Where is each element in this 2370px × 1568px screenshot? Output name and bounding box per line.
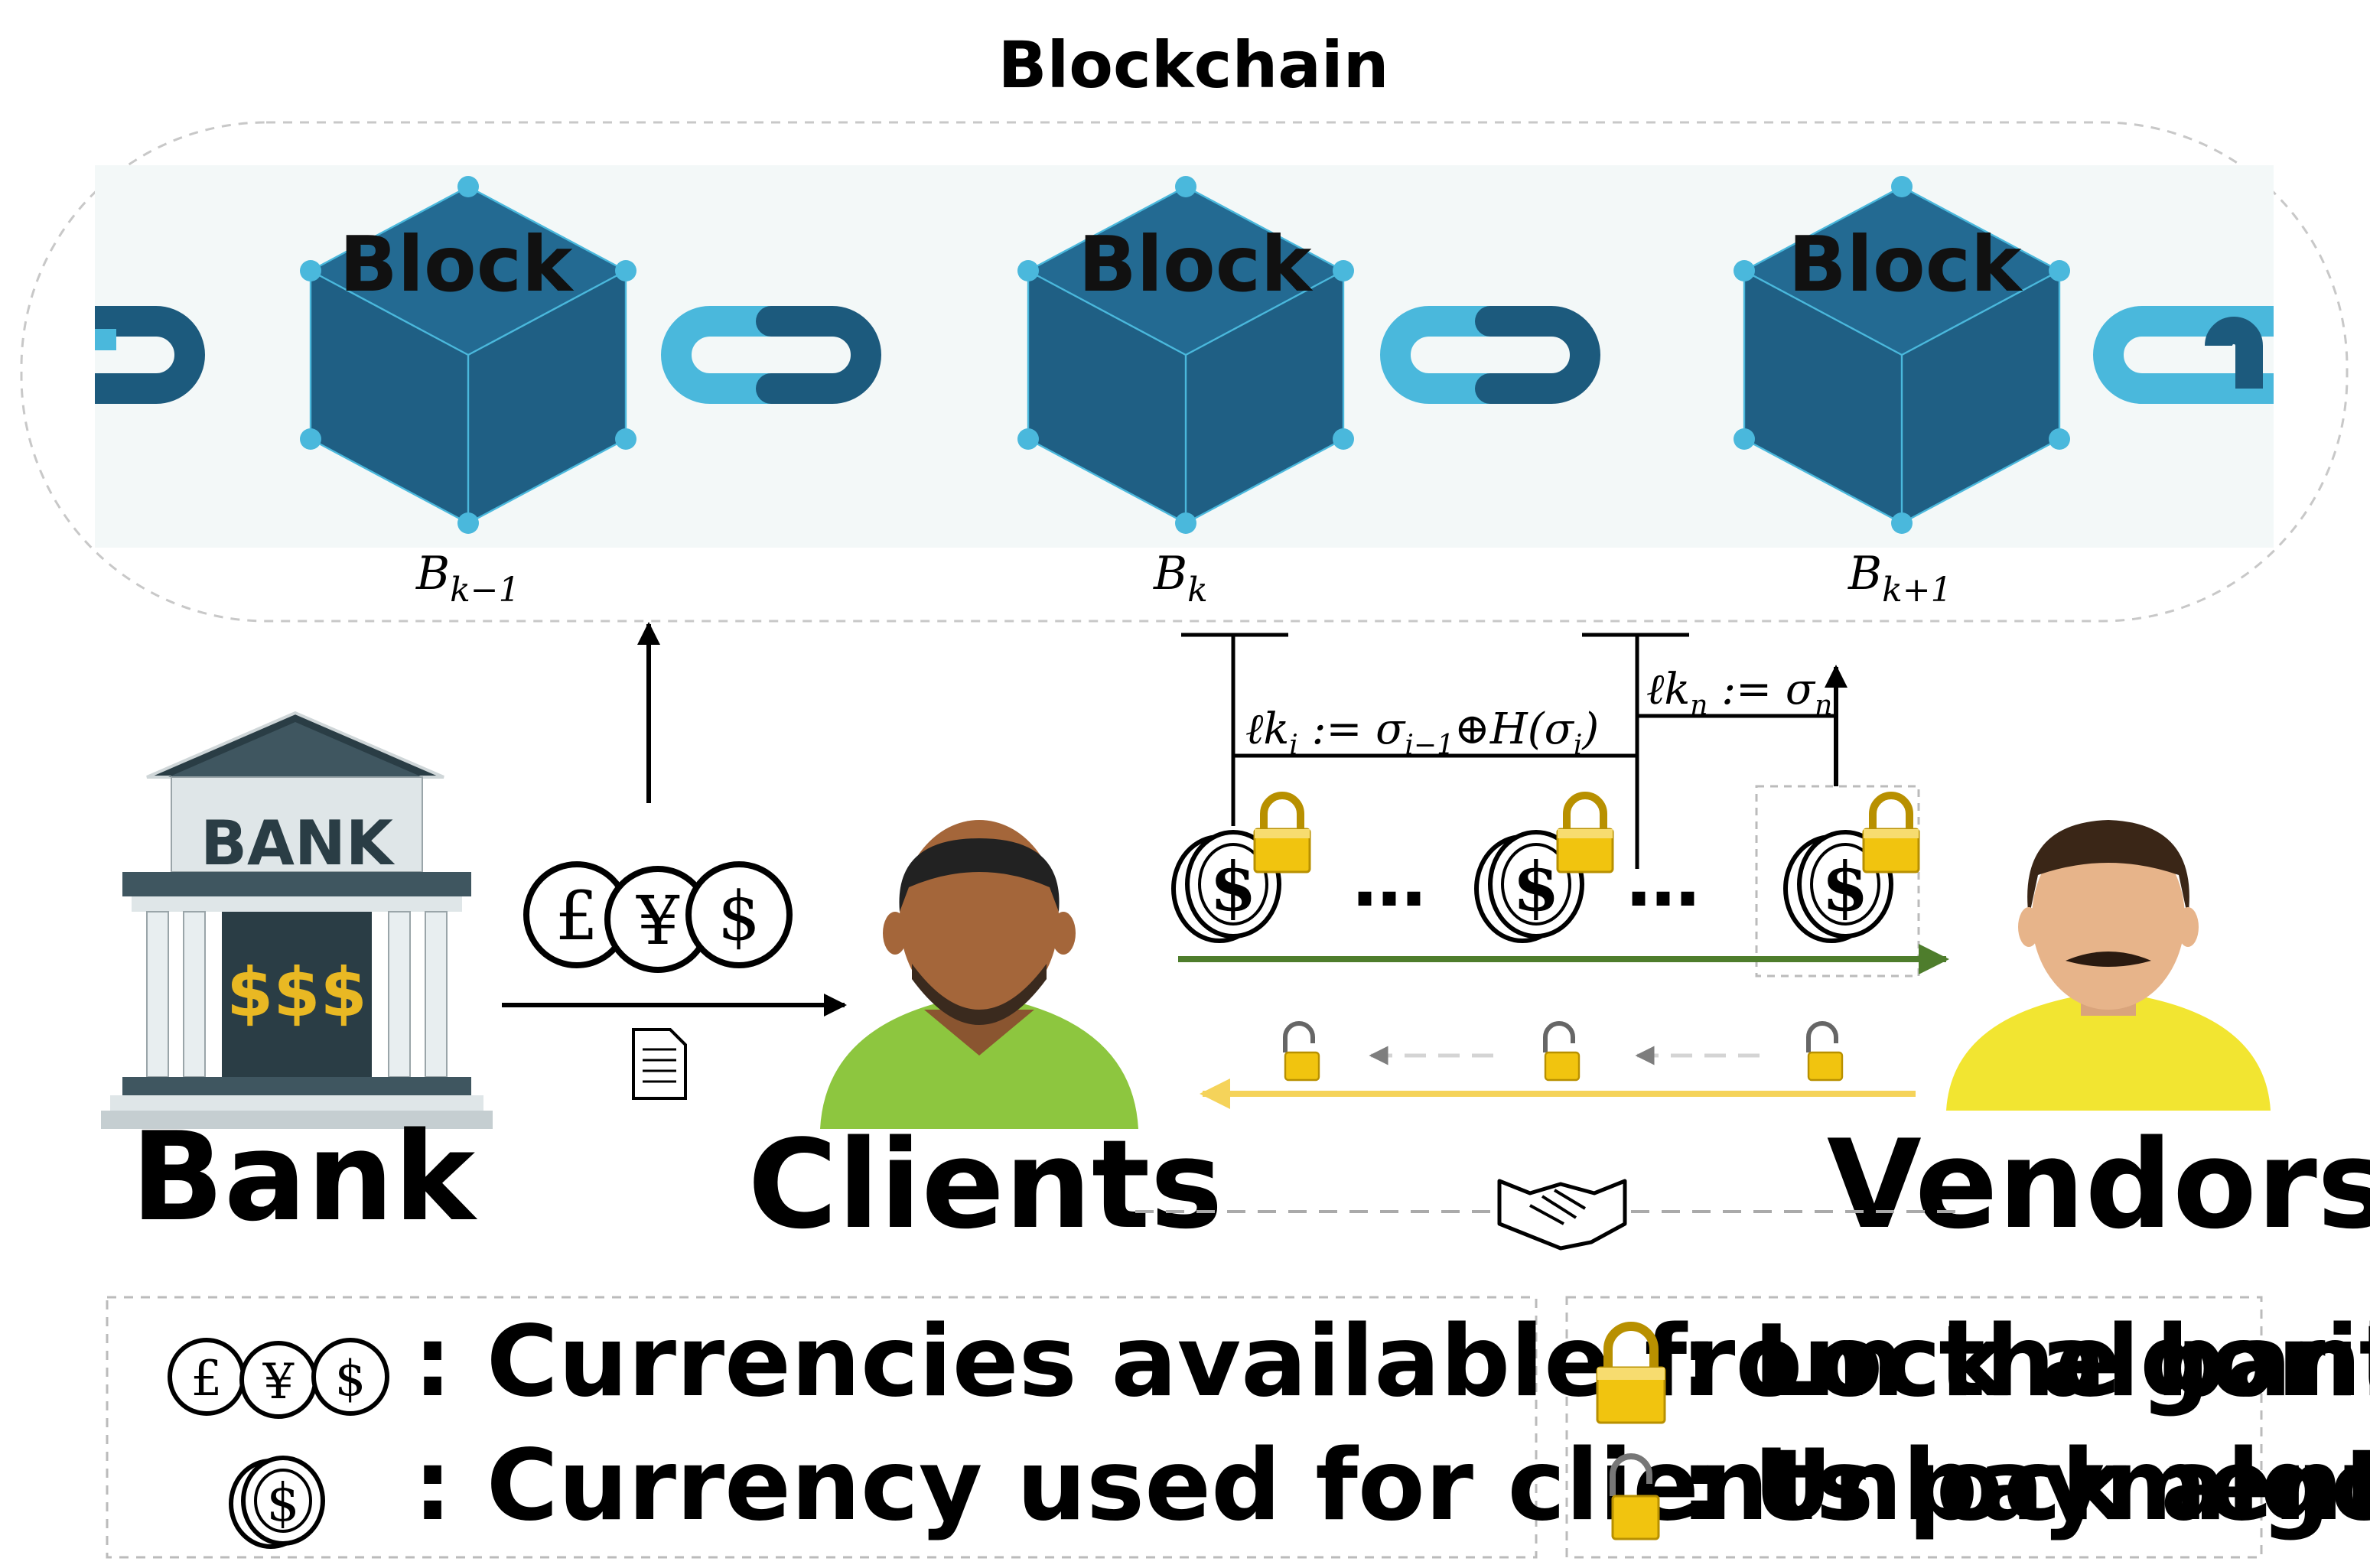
block-name-k-minus-1: Bk−1 [415, 547, 520, 610]
legend-lock: : Lock algorithm [1680, 1305, 2370, 1419]
unlock-icon [1285, 1023, 1319, 1080]
locked-coin-1: $ [1174, 832, 1279, 941]
legend-box-currencies [106, 1296, 1538, 1559]
lk-n-formula: ℓkn := σn [1646, 665, 1832, 721]
block-k-minus-1: Block [298, 174, 638, 535]
legend-currencies-available: : Currencies available from the bank [413, 1305, 2370, 1419]
svg-text:$: $ [1512, 847, 1559, 926]
currencies-icon: £ ¥ $ [523, 861, 793, 973]
blockchain-container [20, 121, 2349, 623]
legend-unlock: : Unlock algorithm [1680, 1429, 2370, 1543]
diagram-title: Blockchain [998, 28, 1388, 102]
lk-n-bracket [1637, 665, 1847, 786]
lock-icon [1558, 795, 1613, 872]
block-label: Block [340, 220, 575, 309]
bank-label: Bank [131, 1105, 478, 1248]
handshake-icon [1497, 1179, 1627, 1251]
legend-box-locks [1565, 1296, 2263, 1559]
locked-coin-3: $ [1786, 832, 1891, 941]
legend-currency-used: : Currency used for clients payment [413, 1429, 2370, 1543]
svg-text:$: $ [1209, 847, 1256, 926]
legend-currencies-icon: £ ¥ $ [168, 1338, 389, 1419]
pound-symbol: £ [555, 877, 598, 955]
vendors-label: Vendors [1827, 1113, 2370, 1256]
block-label: Block [1079, 220, 1314, 309]
bank-building: BANK $$$ [101, 711, 493, 1129]
ellipsis-2: … [1626, 838, 1700, 923]
bank-sign: BANK [200, 808, 396, 879]
last-coin-frame [1755, 785, 1920, 978]
vendor-avatar [1946, 820, 2271, 1111]
block-label: Block [1789, 220, 2023, 309]
dollar-symbol: $ [718, 877, 760, 955]
block-name-k-plus-1: Bk+1 [1847, 547, 1952, 610]
legend-lock-icon [1596, 1322, 1666, 1424]
chain-link-left-partial [95, 306, 205, 404]
chain-link-right-partial [2093, 306, 2274, 404]
unlock-icon [1808, 1023, 1842, 1080]
svg-text:£: £ [191, 1351, 223, 1407]
lk-i-bracket [1181, 633, 1689, 869]
lk-i-formula: ℓki := σi−1⊕H(σi) [1245, 704, 1599, 761]
yen-symbol: ¥ [636, 881, 680, 960]
svg-text:$: $ [266, 1473, 299, 1534]
locked-coin-2: $ [1476, 832, 1582, 941]
bank-money: $$$ [226, 953, 367, 1032]
unlock-icon [1545, 1023, 1579, 1080]
block-k: Block [1016, 174, 1356, 535]
svg-text:$: $ [1821, 847, 1868, 926]
client-avatar [820, 820, 1138, 1129]
legend-unlock-icon [1610, 1453, 1660, 1540]
ellipsis-1: … [1353, 838, 1426, 923]
lock-icon [1864, 795, 1919, 872]
document-icon [632, 1028, 687, 1100]
legend-coin-icon: $ [229, 1456, 325, 1549]
svg-text:¥: ¥ [262, 1354, 295, 1410]
svg-text:$: $ [335, 1351, 366, 1407]
clients-label: Clients [747, 1113, 1222, 1256]
block-name-k: Bk [1153, 547, 1208, 610]
lock-icon [1255, 795, 1310, 872]
block-k-plus-1: Block [1732, 174, 2072, 535]
